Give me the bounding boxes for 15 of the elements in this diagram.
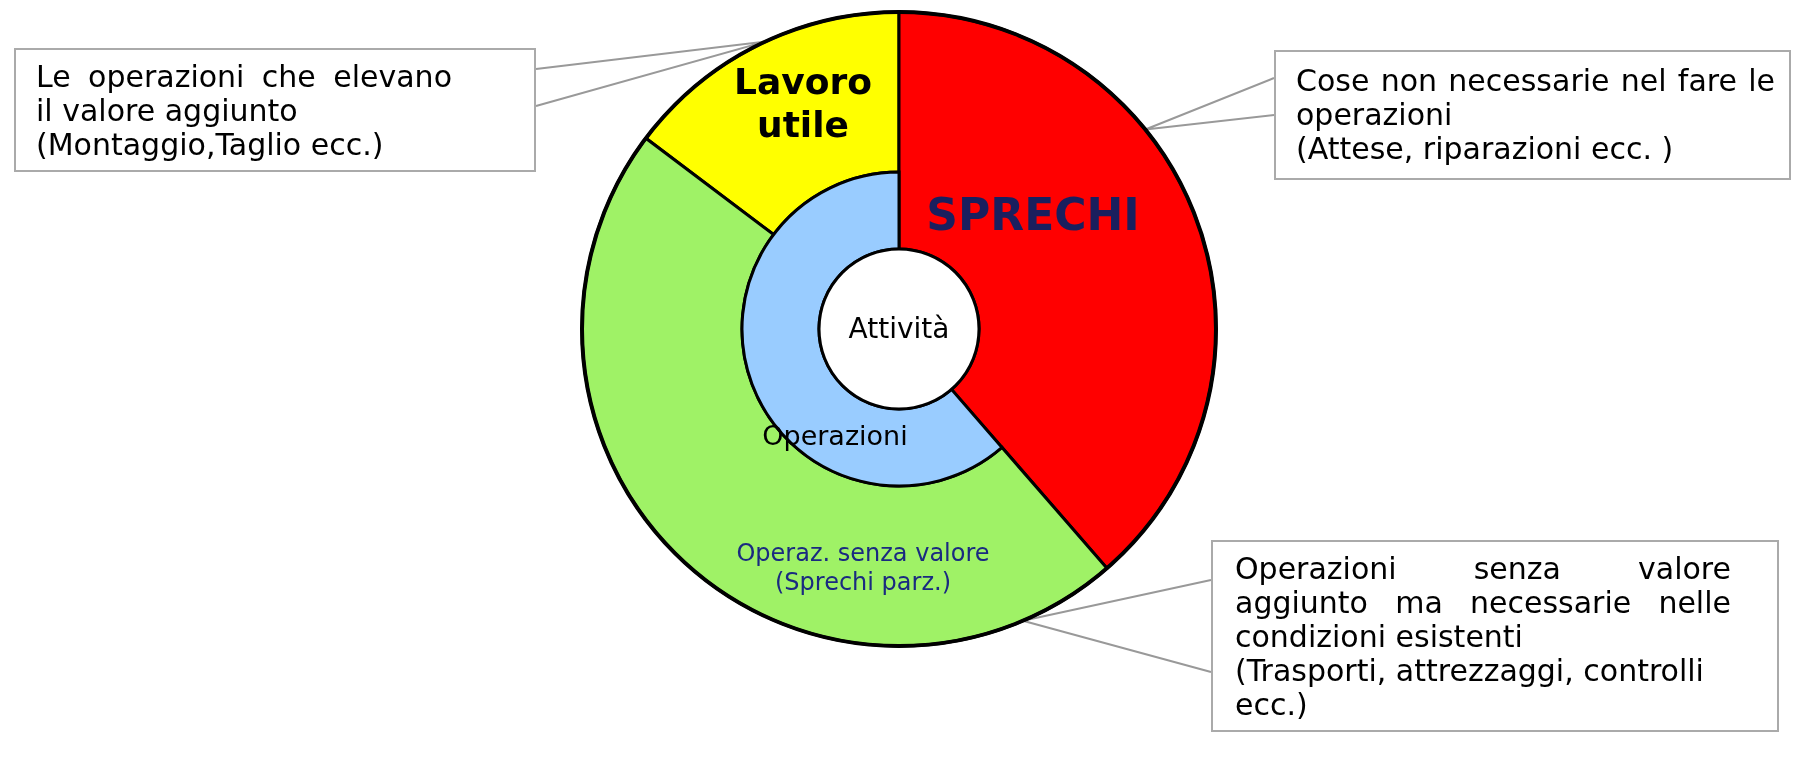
callout-text: Operazioni senza valore aggiunto ma necessarie nelle condizioni esistenti xyxy=(1235,552,1731,654)
callout-text: Cose non necessarie nel fare le operazioni xyxy=(1296,64,1775,132)
callout-box xyxy=(14,48,536,172)
segment-label: Lavoro utile xyxy=(733,59,873,147)
segment-label: SPRECHI xyxy=(926,188,1140,242)
center-circle xyxy=(817,247,981,411)
callout-examples: (Attese, riparazioni ecc. ) xyxy=(1296,132,1675,166)
callout-text: Le operazioni che elevano il valore aggiunto xyxy=(36,60,452,128)
callout-box xyxy=(1274,50,1791,180)
segment-label: Operaz. senza valore (Sprechi parz.) xyxy=(735,539,991,597)
segment-label: Attività xyxy=(848,312,950,346)
callout-examples: (Montaggio,Taglio ecc.) xyxy=(36,128,385,162)
callout-pointer xyxy=(1144,77,1275,131)
callout-box xyxy=(1211,540,1779,732)
callout-examples: (Trasporti, attrezzaggi, controlli ecc.) xyxy=(1235,654,1705,722)
